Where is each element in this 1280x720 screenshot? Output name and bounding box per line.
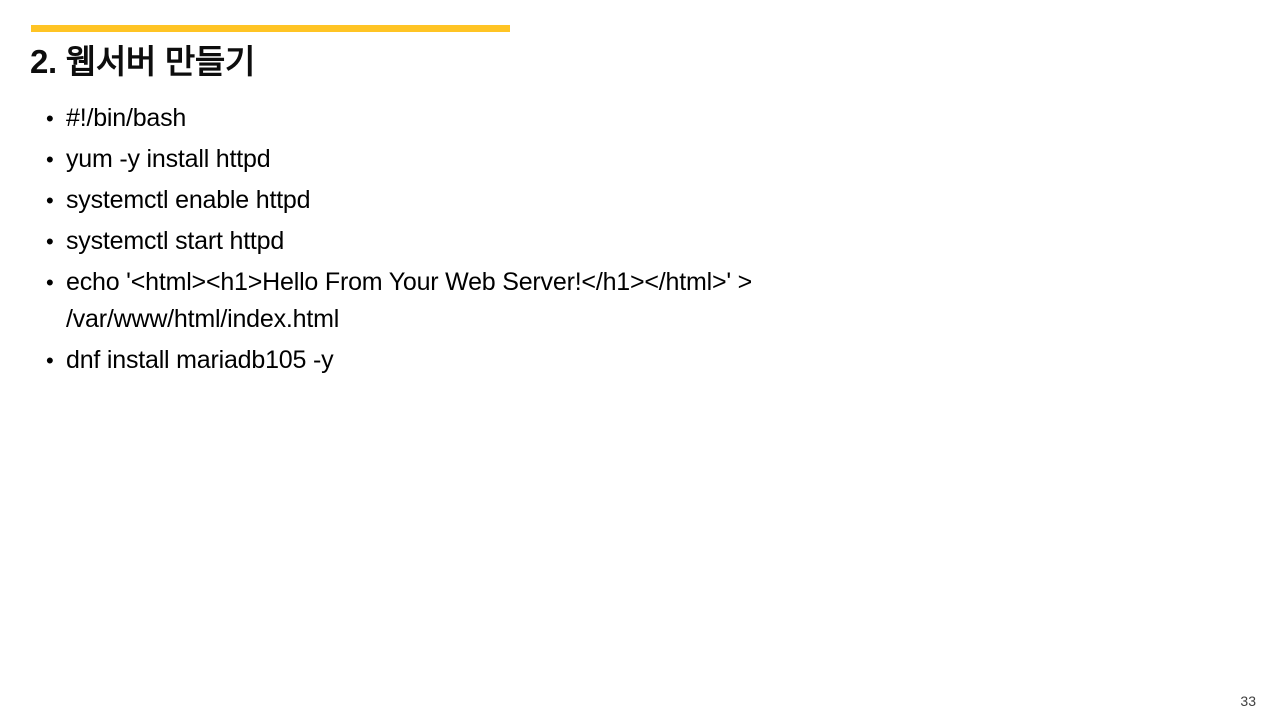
list-item-text: echo '<html><h1>Hello From Your Web Serv… [66, 268, 753, 296]
list-item-text: yum -y install httpd [66, 145, 271, 173]
list-item: • dnf install mariadb105 -y [42, 342, 1042, 379]
list-item-text-continued: /var/www/html/index.html [66, 305, 340, 333]
list-item: • echo '<html><h1>Hello From Your Web Se… [42, 264, 1042, 338]
list-item: • #!/bin/bash [42, 100, 1042, 137]
list-item: • systemctl enable httpd [42, 182, 1042, 219]
page-title: 2. 웹서버 만들기 [30, 43, 256, 80]
bullet-marker-icon: • [46, 229, 54, 254]
bullet-marker-icon: • [46, 106, 54, 131]
bullet-marker-icon: • [46, 348, 54, 373]
bullet-marker-icon: • [46, 188, 54, 213]
list-item: • systemctl start httpd [42, 223, 1042, 260]
bullet-marker-icon: • [46, 147, 54, 172]
list-item: • yum -y install httpd [42, 141, 1042, 178]
list-item-text: #!/bin/bash [66, 104, 187, 132]
page-number: 33 [1240, 693, 1256, 709]
list-item-text: systemctl enable httpd [66, 186, 311, 214]
list-item-text: systemctl start httpd [66, 227, 285, 255]
list-item-text: dnf install mariadb105 -y [66, 346, 334, 374]
title-accent-bar [31, 25, 510, 32]
bullet-list: • #!/bin/bash • yum -y install httpd • s… [42, 100, 1042, 383]
bullet-marker-icon: • [46, 270, 54, 295]
